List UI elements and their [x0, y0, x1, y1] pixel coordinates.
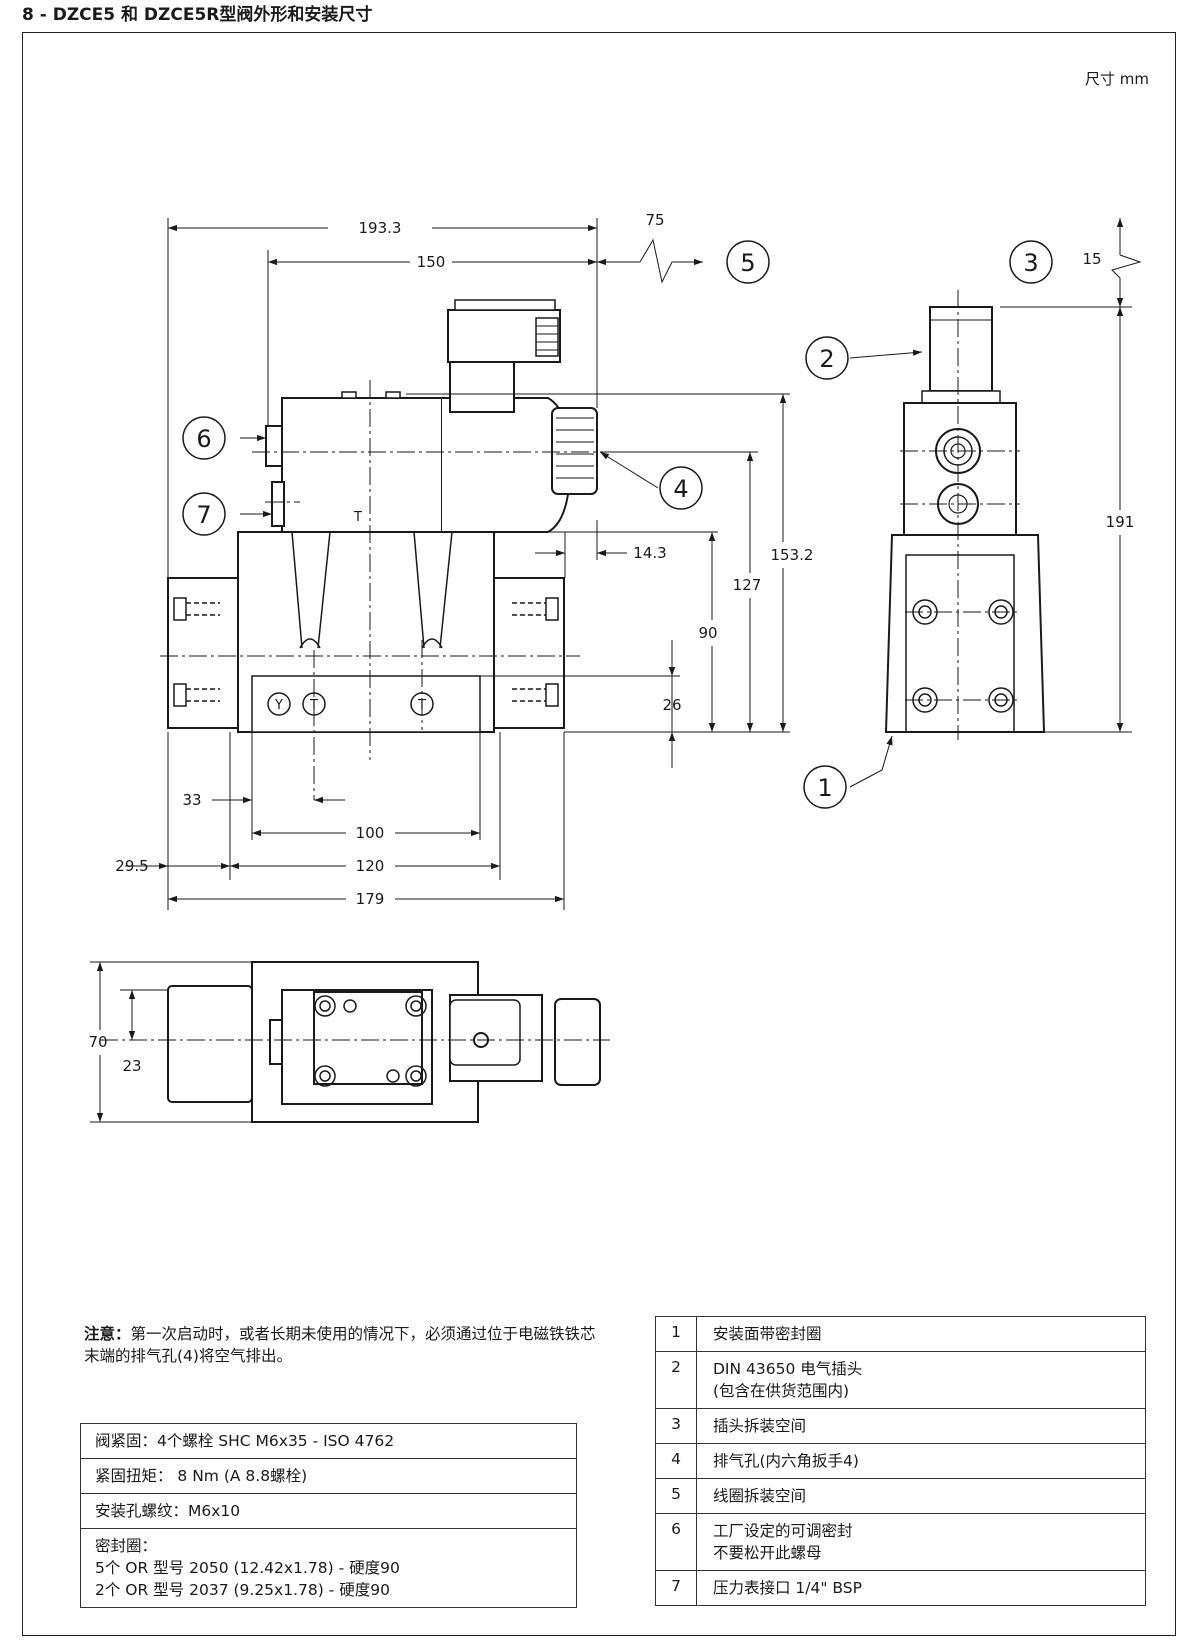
spec-seal-2: 2个 OR 型号 2037 (9.25x1.78) - 硬度90 [95, 1581, 390, 1599]
legend-num: 7 [655, 1570, 697, 1606]
dim-127: 127 [733, 576, 762, 594]
dim-29-5: 29.5 [115, 857, 148, 875]
spec-bolts: 阀紧固：4个螺栓 SHC M6x35 - ISO 4762 [80, 1423, 577, 1459]
note-label: 注意： [84, 1325, 131, 1343]
spec-thread: 安装孔螺纹：M6x10 [80, 1493, 577, 1529]
legend-text: 线圈拆装空间 [696, 1478, 1146, 1514]
dim-100: 100 [356, 824, 385, 842]
dim-179: 179 [356, 890, 385, 908]
side-view [884, 290, 1046, 740]
legend-text: 安装面带密封圈 [696, 1316, 1146, 1352]
callout-1: 1 [817, 774, 832, 802]
front-port-labels: Y T T T [274, 510, 426, 713]
spec-seals: 密封圈： 5个 OR 型号 2050 (12.42x1.78) - 硬度90 2… [80, 1528, 577, 1608]
dim-75: 75 [645, 211, 664, 229]
legend-text: 排气孔(内六角扳手4) [696, 1443, 1146, 1479]
callout-2: 2 [819, 345, 834, 373]
port-t-top-label: T [353, 510, 362, 525]
legend-text: 压力表接口 1/4" BSP [696, 1570, 1146, 1606]
legend-text-line1: 工厂设定的可调密封 [713, 1522, 853, 1540]
legend-row: 6 工厂设定的可调密封 不要松开此螺母 [655, 1513, 1146, 1571]
legend-text: 插头拆装空间 [696, 1408, 1146, 1444]
page-title: 8 - DZCE5 和 DZCE5R型阀外形和安装尺寸 [22, 5, 373, 25]
dim-23: 23 [122, 1057, 141, 1075]
dim-14-3: 14.3 [633, 544, 666, 562]
top-view [100, 961, 610, 1123]
legend-text-line1: DIN 43650 电气插头 [713, 1360, 863, 1378]
startup-note: 注意：第一次启动时，或者长期未使用的情况下，必须通过位于电磁铁铁芯末端的排气孔(… [84, 1323, 604, 1367]
legend-text-line2: (包含在供货范围内) [713, 1382, 850, 1400]
legend-table: 1 安装面带密封圈 2 DIN 43650 电气插头 (包含在供货范围内) 3 … [655, 1316, 1146, 1606]
legend-row: 7 压力表接口 1/4" BSP [655, 1570, 1146, 1606]
dim-191: 191 [1106, 513, 1135, 531]
legend-text: DIN 43650 电气插头 (包含在供货范围内) [696, 1351, 1146, 1409]
legend-num: 5 [655, 1478, 697, 1514]
port-t1-label: T [309, 698, 318, 713]
dimension-texts: 193.3 150 75 15 14.3 153.2 127 90 26 191… [88, 211, 1134, 1075]
dim-15: 15 [1082, 250, 1101, 268]
dim-150: 150 [417, 253, 446, 271]
dim-33: 33 [182, 791, 201, 809]
legend-row: 2 DIN 43650 电气插头 (包含在供货范围内) [655, 1351, 1146, 1409]
dim-70: 70 [88, 1033, 107, 1051]
legend-row: 3 插头拆装空间 [655, 1408, 1146, 1444]
callout-numbers: 1 2 3 4 5 6 7 [196, 249, 1038, 802]
callout-5: 5 [740, 249, 755, 277]
callout-6: 6 [196, 425, 211, 453]
drawing-frame [22, 32, 1176, 1636]
spec-seals-title: 密封圈： [95, 1537, 158, 1555]
mounting-spec-table: 阀紧固：4个螺栓 SHC M6x35 - ISO 4762 紧固扭矩： 8 Nm… [80, 1423, 577, 1608]
dim-120: 120 [356, 857, 385, 875]
dimension-lines [90, 218, 1142, 1123]
legend-num: 6 [655, 1513, 697, 1571]
spec-torque: 紧固扭矩： 8 Nm (A 8.8螺栓) [80, 1458, 577, 1494]
dim-26: 26 [662, 696, 681, 714]
legend-num: 3 [655, 1408, 697, 1444]
legend-row: 1 安装面带密封圈 [655, 1316, 1146, 1352]
spec-seal-1: 5个 OR 型号 2050 (12.42x1.78) - 硬度90 [95, 1559, 400, 1577]
port-y-label: Y [274, 698, 283, 713]
note-text: 第一次启动时，或者长期未使用的情况下，必须通过位于电磁铁铁芯末端的排气孔(4)将… [84, 1325, 596, 1365]
legend-text: 工厂设定的可调密封 不要松开此螺母 [696, 1513, 1146, 1571]
legend-num: 1 [655, 1316, 697, 1352]
dim-90: 90 [698, 624, 717, 642]
callout-7: 7 [196, 501, 211, 529]
dim-153-2: 153.2 [771, 546, 814, 564]
front-view [160, 299, 620, 800]
legend-num: 4 [655, 1443, 697, 1479]
callouts [182, 240, 1053, 809]
callout-4: 4 [673, 475, 688, 503]
legend-num: 2 [655, 1351, 697, 1409]
units-label: 尺寸 mm [1085, 70, 1149, 88]
legend-row: 5 线圈拆装空间 [655, 1478, 1146, 1514]
port-t2-label: T [417, 698, 426, 713]
legend-text-line2: 不要松开此螺母 [713, 1544, 822, 1562]
legend-row: 4 排气孔(内六角扳手4) [655, 1443, 1146, 1479]
dim-193: 193.3 [359, 219, 402, 237]
callout-3: 3 [1023, 249, 1038, 277]
